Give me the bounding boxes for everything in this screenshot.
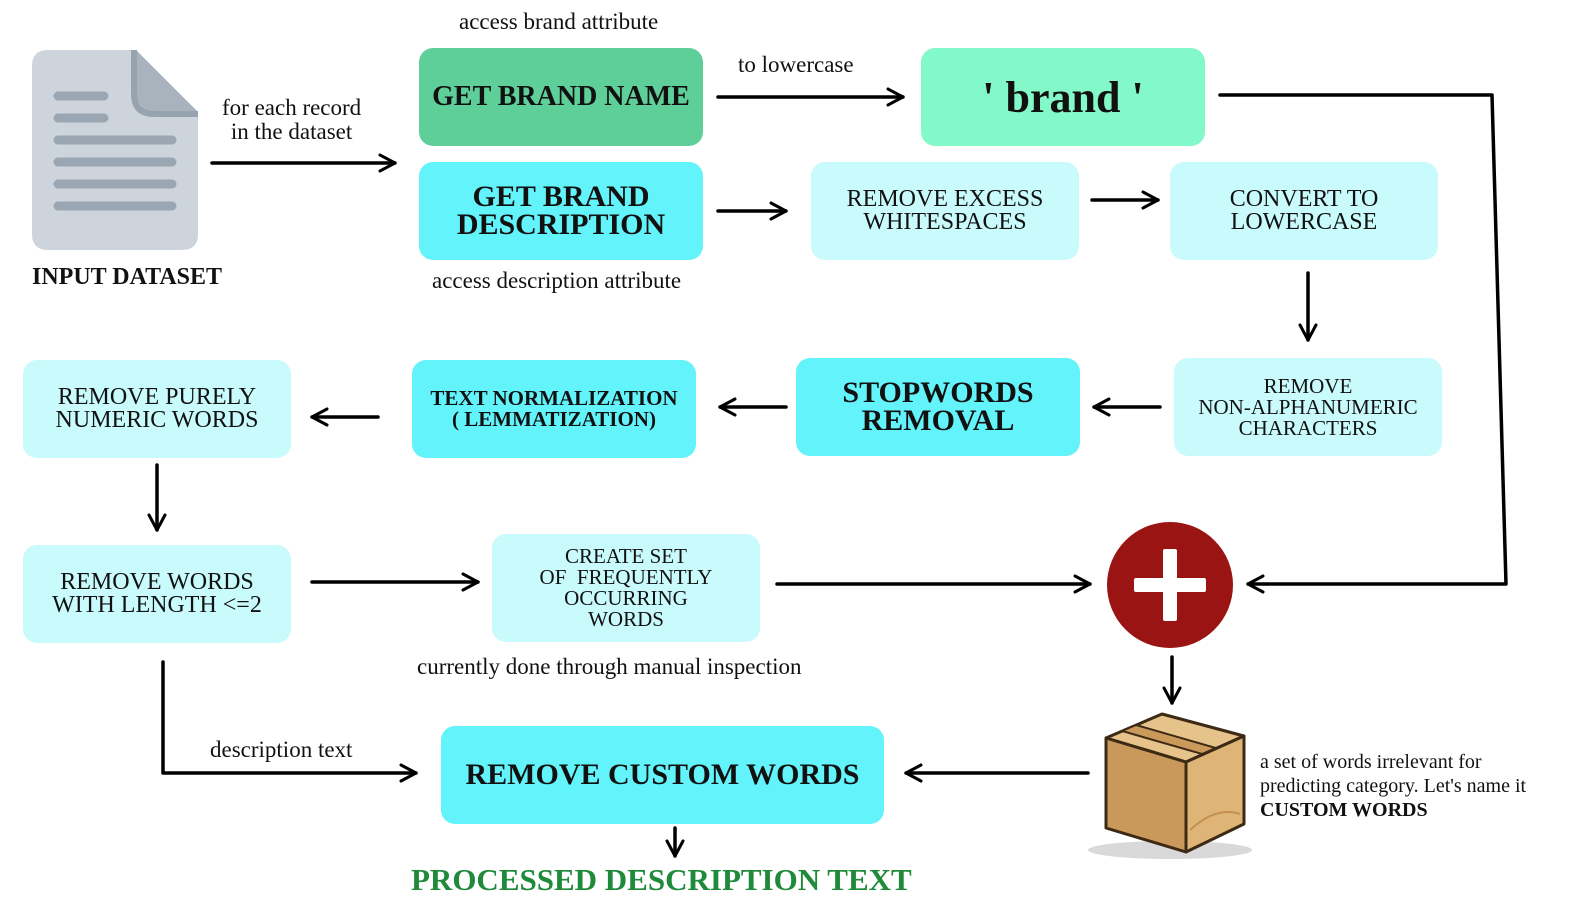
remove-custom-words-box: REMOVE CUSTOM WORDS <box>441 726 884 824</box>
brand-text: ' brand ' <box>982 72 1144 122</box>
processed-description-text-label: PROCESSED DESCRIPTION TEXT <box>411 862 912 897</box>
access-description-label: access description attribute <box>432 268 682 293</box>
for-each-record-label: for each record in the dataset <box>222 95 362 144</box>
remove-nonalnum-box: REMOVE NON-ALPHANUMERIC CHARACTERS <box>1174 358 1442 456</box>
remove-numeric-box: REMOVE PURELY NUMERIC WORDS <box>23 360 291 458</box>
get-brand-name-text: GET BRAND NAME <box>432 81 690 112</box>
custom-words-note-line3: CUSTOM WORDS <box>1260 799 1428 821</box>
access-brand-label: access brand attribute <box>459 9 659 34</box>
document-icon <box>32 50 198 250</box>
cardboard-box-icon <box>1088 712 1252 859</box>
input-dataset-label: INPUT DATASET <box>32 264 223 290</box>
remove-whitespaces-box: REMOVE EXCESS WHITESPACES <box>811 162 1079 260</box>
convert-lowercase-box: CONVERT TO LOWERCASE <box>1170 162 1438 260</box>
manual-inspection-label: currently done through manual inspection <box>417 654 802 679</box>
custom-words-note-line1: a set of words irrelevant for <box>1260 751 1482 773</box>
stopwords-removal-text: STOPWORDS REMOVAL <box>842 376 1034 437</box>
text-normalization-box: TEXT NORMALIZATION ( LEMMATIZATION) <box>412 360 696 458</box>
remove-short-words-text: REMOVE WORDS WITH LENGTH <=2 <box>52 569 262 618</box>
stopwords-removal-box: STOPWORDS REMOVAL <box>796 358 1080 456</box>
get-brand-description-box: GET BRAND DESCRIPTION <box>419 162 703 260</box>
remove-whitespaces-text: REMOVE EXCESS WHITESPACES <box>846 186 1044 235</box>
text-normalization-text: TEXT NORMALIZATION ( LEMMATIZATION) <box>430 386 678 431</box>
arrow-short-to-remove-custom <box>161 660 418 783</box>
remove-short-words-box: REMOVE WORDS WITH LENGTH <=2 <box>23 545 291 643</box>
get-brand-name-box: GET BRAND NAME <box>419 48 703 146</box>
description-text-label: description text <box>210 737 353 762</box>
remove-custom-words-text: REMOVE CUSTOM WORDS <box>465 758 860 791</box>
brand-box: ' brand ' <box>921 48 1205 146</box>
arrow-brand-to-merge <box>1218 93 1508 594</box>
convert-lowercase-text: CONVERT TO LOWERCASE <box>1229 186 1379 235</box>
remove-numeric-text: REMOVE PURELY NUMERIC WORDS <box>55 384 259 433</box>
create-set-text: CREATE SET OF FREQUENTLY OCCURRING WORDS <box>539 544 713 631</box>
get-brand-description-text: GET BRAND DESCRIPTION <box>456 180 666 241</box>
create-set-box: CREATE SET OF FREQUENTLY OCCURRING WORDS <box>492 534 760 642</box>
remove-nonalnum-text: REMOVE NON-ALPHANUMERIC CHARACTERS <box>1198 373 1418 440</box>
plus-circle-icon <box>1107 522 1233 648</box>
custom-words-note-line2: predicting category. Let's name it <box>1260 775 1527 797</box>
to-lowercase-label: to lowercase <box>738 52 854 77</box>
